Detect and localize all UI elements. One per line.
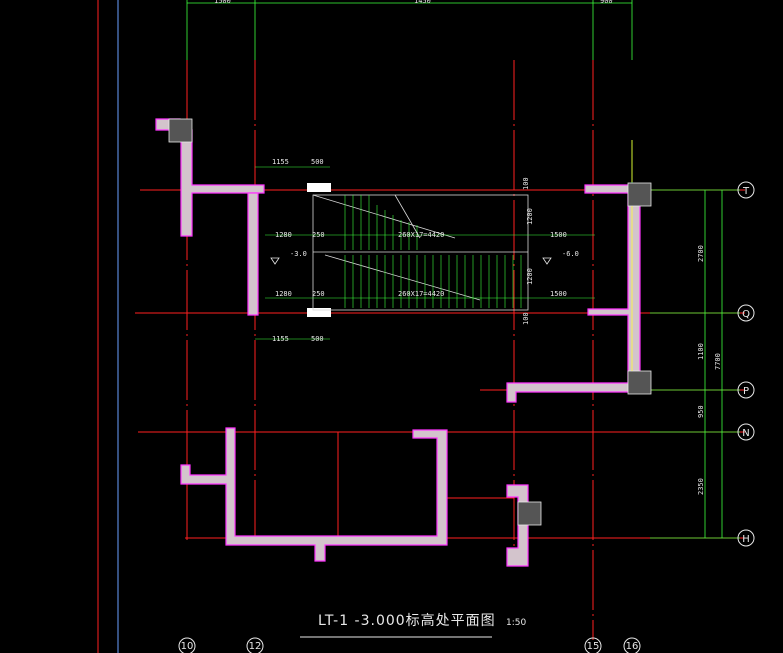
wall-right-landing (506, 382, 641, 403)
dim-right-b: 1500 (550, 290, 567, 298)
top-dim-1: 1500 (214, 0, 231, 5)
wall-upper-left-return (247, 192, 259, 316)
dim-overall: 7700 (714, 353, 722, 370)
dim-landing-b: 1200 (526, 208, 534, 225)
dim-top-right: 500 (311, 158, 324, 166)
walls (155, 118, 641, 567)
dim-n-h: 2350 (697, 478, 705, 495)
column-1 (168, 118, 193, 143)
axis-label-16: 16 (626, 641, 639, 652)
column-3 (627, 370, 652, 395)
top-dim-2: 1450 (414, 0, 431, 5)
axis-label-12: 12 (249, 641, 262, 652)
columns (168, 118, 652, 526)
axis-label-15: 15 (587, 641, 600, 652)
dim-t-q: 2700 (697, 245, 705, 262)
stair-dimensions: 1155 500 1155 500 1280 250 1280 250 260X… (270, 158, 579, 343)
dim-top-left: 1155 (272, 158, 289, 166)
dim-q-p: 1100 (697, 343, 705, 360)
dim-mid-right-a: 250 (312, 231, 325, 239)
axis-bubbles-bottom: 10 12 15 16 (178, 637, 641, 653)
top-dimension-row: 1500 1450 900 (187, 0, 632, 5)
stair-landing-top (307, 183, 331, 192)
wall-lower-box (180, 427, 448, 562)
dim-landing-d: 100 (522, 312, 530, 325)
axis-bubbles-right: T Q P N H (737, 181, 755, 547)
stair (255, 166, 595, 340)
column-2 (627, 182, 652, 207)
axis-label-p: P (743, 386, 749, 397)
dim-right-a: 1500 (550, 231, 567, 239)
dim-bot-left: 1155 (272, 335, 289, 343)
drawing-scale: 1:50 (506, 618, 526, 628)
dim-mid-left-a: 1280 (275, 231, 292, 239)
dimension-extension-lines (186, 0, 740, 539)
dim-flight-b: 260X17=4420 (398, 290, 444, 298)
dim-bot-right: 500 (311, 335, 324, 343)
drawing-title-block: LT-1 -3.000标高处平面图 1:50 (300, 612, 526, 638)
dim-landing-c: 1200 (526, 268, 534, 285)
axis-lines (97, 0, 745, 653)
dim-mid-left-b: 1280 (275, 290, 292, 298)
axis-label-t: T (742, 186, 750, 197)
wall-lower-right (506, 484, 529, 567)
top-dim-3: 900 (600, 0, 613, 5)
axis-label-h: H (742, 534, 750, 545)
axis-label-n: N (742, 428, 749, 439)
right-dimensions: 2700 1100 7700 950 2350 (697, 245, 722, 495)
axis-label-q: Q (742, 309, 750, 320)
level-left: -3.0 (290, 250, 307, 258)
dim-p-n: 950 (697, 405, 705, 418)
drawing-title: LT-1 -3.000标高处平面图 (318, 612, 496, 629)
stair-landing-bottom (307, 308, 331, 317)
column-4 (517, 501, 542, 526)
dim-mid-right-b: 250 (312, 290, 325, 298)
axis-label-10: 10 (181, 641, 194, 652)
level-right: -6.0 (562, 250, 579, 258)
dim-flight-a: 260X17=4420 (398, 231, 444, 239)
dim-landing-a: 100 (522, 177, 530, 190)
